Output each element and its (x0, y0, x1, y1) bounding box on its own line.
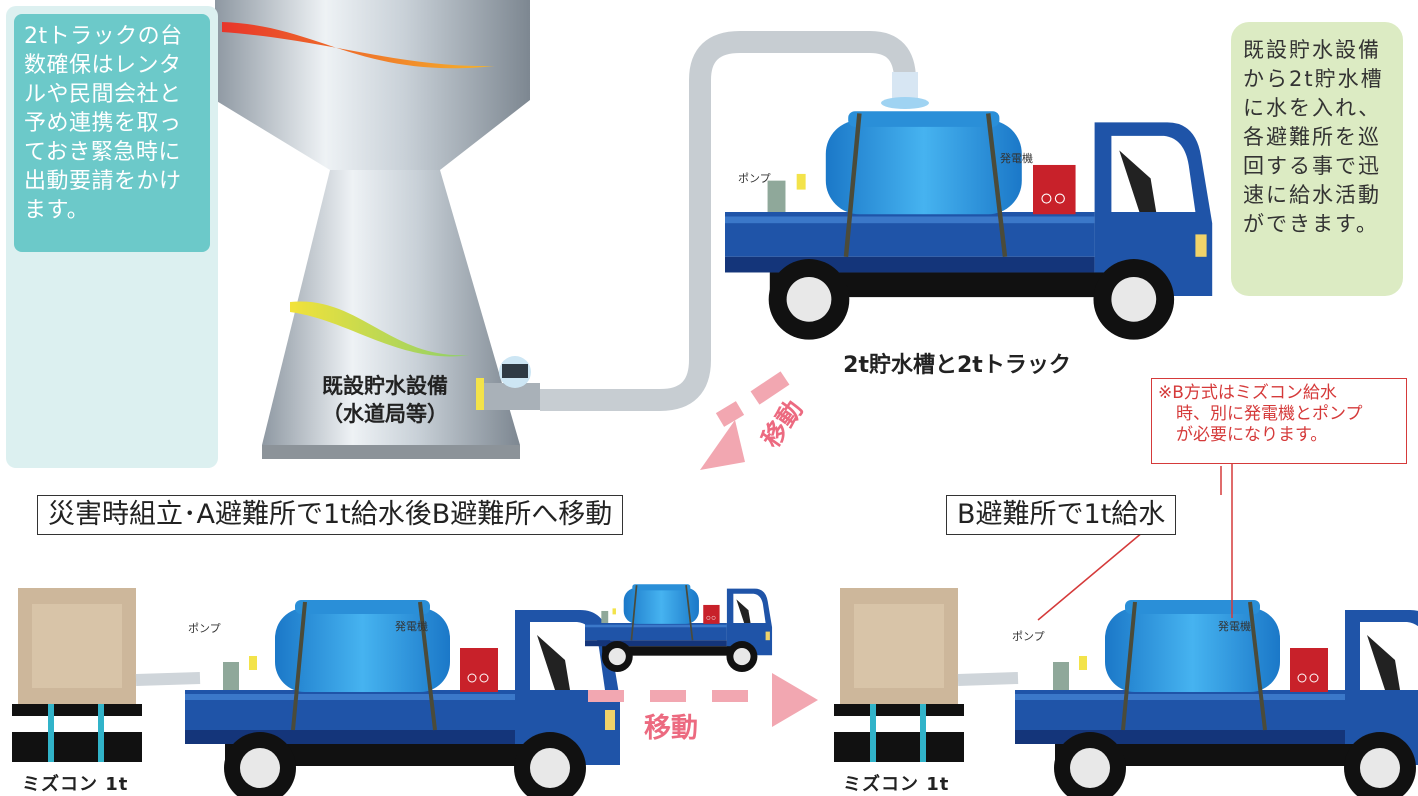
mizucon-label-a: ミズコン 1t (22, 774, 129, 795)
truck-caption: 2t貯水槽と2tトラック (843, 353, 1071, 378)
b-method-note-line3: が必要になります。 (1176, 425, 1328, 445)
pump-label-a: ポンプ (188, 622, 221, 635)
generator-label-top: 発電機 (1000, 152, 1033, 165)
pump-label-b: ポンプ (1012, 630, 1045, 643)
generator-label-b: 発電機 (1218, 620, 1251, 633)
step-a-label: 災害時組立･A避難所で1t給水後B避難所へ移動 (37, 495, 624, 535)
rental-note: 2tトラックの台数確保はレンタルや民間会社と予め連携を取っておき緊急時に出動要請… (14, 14, 210, 252)
generator-label-a: 発電機 (395, 620, 428, 633)
b-method-note: ※B方式はミズコン給水 時、別に発電機とポンプ が必要になります。 (1151, 378, 1407, 464)
facility-note: 既設貯水設備から2t貯水槽に水を入れ、各避難所を巡回する事で迅速に給水活動ができ… (1231, 22, 1403, 296)
b-method-note-line1: ※B方式はミズコン給水 (1158, 383, 1337, 403)
existing-facility-name: 既設貯水設備 (322, 374, 448, 398)
existing-facility-label: 既設貯水設備 （水道局等） (285, 372, 485, 428)
b-method-note-line2: 時、別に発電機とポンプ (1176, 404, 1363, 424)
existing-facility-sub: （水道局等） (322, 402, 448, 426)
pump-label-top: ポンプ (738, 172, 771, 185)
step-b-label: B避難所で1t給水 (946, 495, 1177, 535)
mizucon-label-b: ミズコン 1t (843, 774, 950, 795)
move-label-bottom: 移動 (644, 713, 698, 744)
